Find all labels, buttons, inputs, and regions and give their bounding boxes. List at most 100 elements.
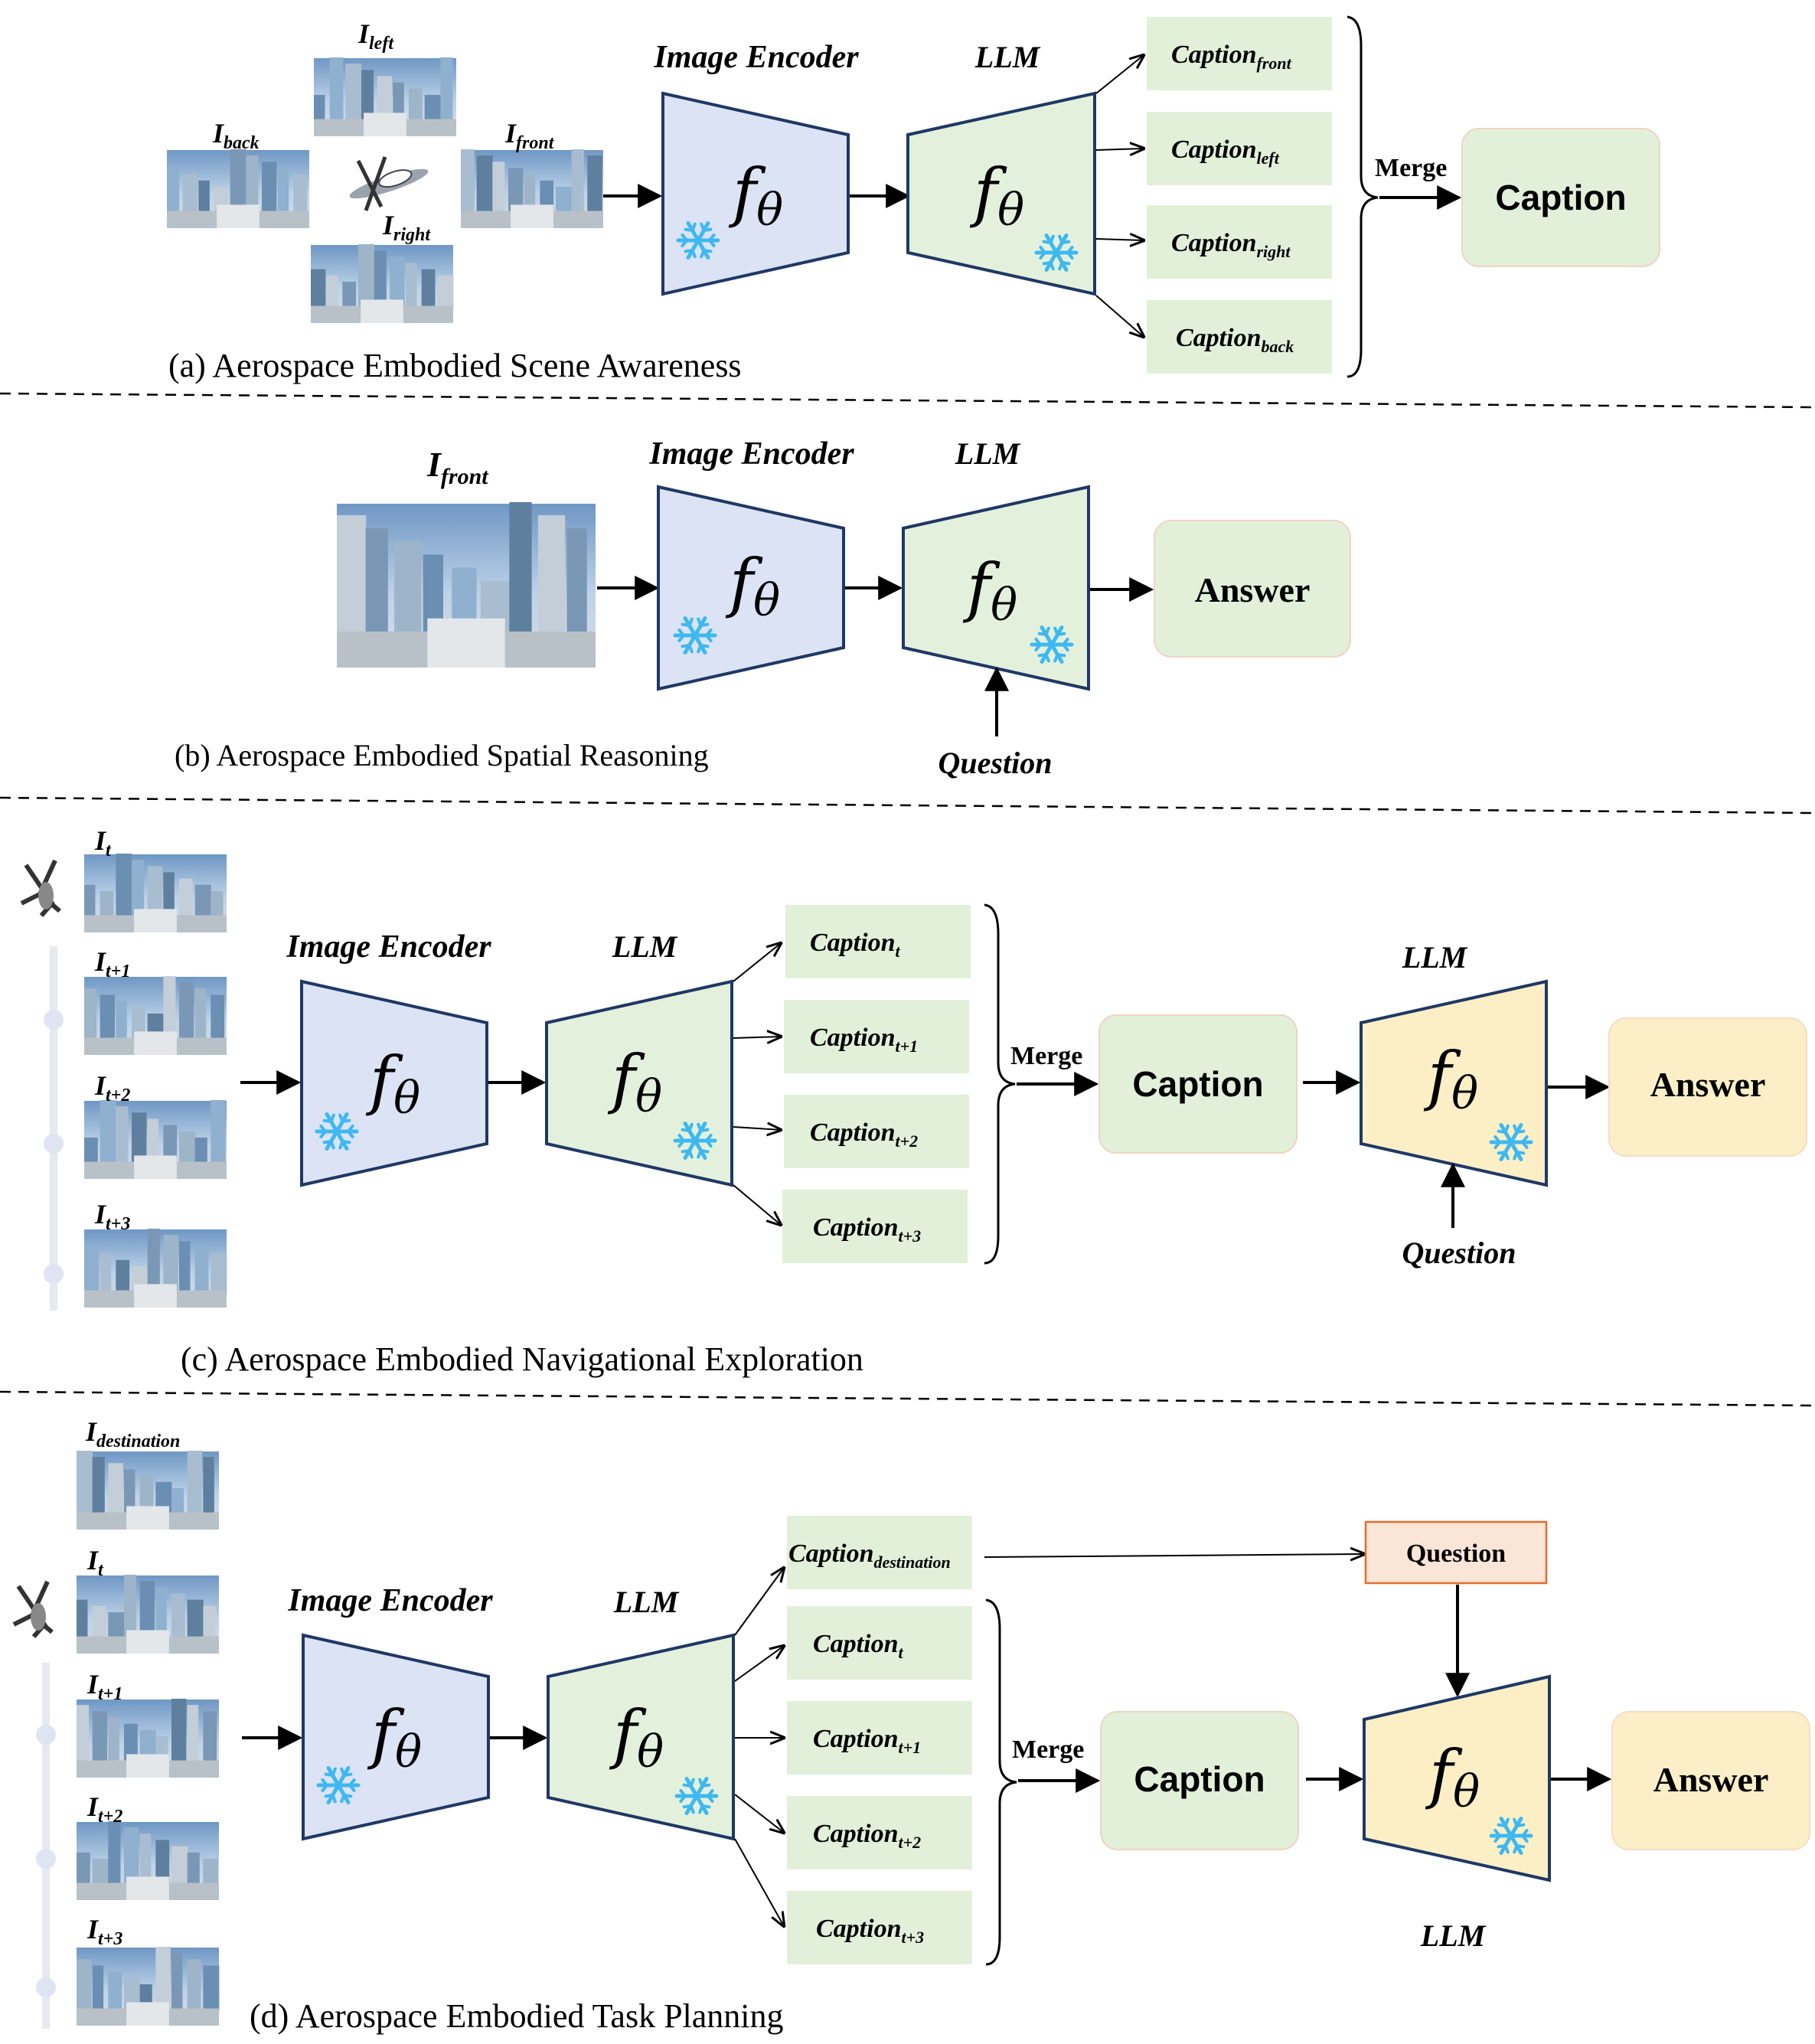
answer-c: Answer — [1608, 1017, 1807, 1157]
svg-text:Answer: Answer — [1653, 1760, 1769, 1799]
thumb-t-d — [77, 1574, 219, 1654]
divider-cd — [0, 1390, 1815, 1407]
panel-d: Idestination It It+1 It+2 It+3 Image Enc… — [12, 1416, 1810, 2035]
snowflake-icon — [673, 1121, 717, 1161]
svg-text:Captiont: Captiont — [810, 929, 900, 961]
panel-b: Ifront Image Encoder fθ LLM fθ Answer Qu… — [175, 436, 1351, 780]
timeline-dot — [36, 1849, 56, 1869]
timeline-dot — [44, 1010, 64, 1030]
snowflake-icon — [1034, 233, 1079, 273]
label-i-front-b: Ifront — [426, 445, 489, 489]
fan-arrows-a — [1095, 55, 1144, 337]
thumb-front — [461, 149, 603, 228]
timeline-dot — [36, 1725, 56, 1745]
caption-result-c: Caption — [1098, 1014, 1298, 1154]
svg-text:Captionright: Captionright — [1171, 229, 1291, 261]
image-encoder-label-c: Image Encoder — [286, 929, 491, 965]
image-encoder-c — [300, 979, 488, 1187]
label-i-t2-c: It+2 — [94, 1070, 130, 1105]
label-i-t3-d: It+3 — [87, 1914, 122, 1949]
svg-text:Answer: Answer — [1650, 1065, 1766, 1104]
caption-result-d: Caption — [1100, 1711, 1299, 1850]
llm2-c — [1360, 979, 1548, 1187]
svg-text:Captiont+2: Captiont+2 — [810, 1118, 918, 1151]
image-encoder-label-a: Image Encoder — [653, 40, 859, 75]
svg-text:Answer: Answer — [1195, 570, 1311, 609]
svg-text:Captiont+3: Captiont+3 — [813, 1213, 921, 1246]
image-encoder-d — [302, 1633, 490, 1841]
snowflake-icon — [1489, 1816, 1533, 1856]
timeline-dot — [44, 1264, 64, 1284]
thumb-t2-c — [84, 1099, 227, 1179]
caption-t3-c: Captiont+3 — [782, 1190, 968, 1263]
caption-t-d: Captiont — [787, 1606, 972, 1680]
merge-label-c: Merge — [1010, 1042, 1082, 1070]
divider-ab — [0, 392, 1815, 409]
caption-t2-d: Captiont+2 — [787, 1796, 972, 1869]
drone-icon — [12, 1580, 54, 1638]
merge-brace-a — [1347, 15, 1379, 378]
panel-a: Ileft Iback Ifront Iright Image Encoder … — [168, 15, 1660, 384]
llm-label-b: LLM — [955, 436, 1021, 471]
snowflake-icon — [676, 220, 720, 260]
caption-t2-c: Captiont+2 — [784, 1095, 969, 1168]
image-encoder-label-d: Image Encoder — [287, 1583, 493, 1618]
image-encoder-b — [657, 485, 845, 691]
snowflake-icon — [315, 1112, 359, 1151]
label-i-front: Ifront — [504, 118, 555, 153]
thumb-t3-c — [84, 1228, 227, 1308]
llm-label-a: LLM — [974, 40, 1041, 74]
llm-c — [545, 979, 733, 1187]
arrow-destination-to-question-d — [984, 1554, 1364, 1557]
label-i-left: Ileft — [357, 18, 394, 54]
panel-a-title: (a) Aerospace Embodied Scene Awareness — [168, 347, 742, 384]
snowflake-icon — [316, 1765, 361, 1805]
thumb-t2-d — [77, 1820, 219, 1900]
svg-text:Caption: Caption — [1495, 178, 1626, 217]
svg-text:Caption: Caption — [1134, 1759, 1265, 1799]
svg-text:Captionfront: Captionfront — [1171, 41, 1292, 73]
panel-c: It It+1 It+2 It+3 Image Encoder fθ LLM f… — [20, 825, 1807, 1378]
caption-t1-d: Captiont+1 — [787, 1701, 972, 1775]
label-i-t-d: It — [87, 1545, 104, 1580]
snowflake-icon — [673, 615, 717, 655]
svg-text:Captiont+2: Captiont+2 — [813, 1820, 921, 1852]
svg-text:Captiondestination: Captiondestination — [788, 1540, 951, 1572]
merge-label-a: Merge — [1375, 154, 1447, 182]
caption-destination-d: Captiondestination — [787, 1516, 972, 1589]
merge-brace-d — [985, 1598, 1017, 1966]
thumb-t1-c — [84, 975, 227, 1055]
svg-text:Captionback: Captionback — [1176, 324, 1294, 356]
label-i-t3-c: It+3 — [94, 1199, 130, 1234]
llm2-label-c: LLM — [1402, 940, 1468, 975]
label-i-destination-d: Idestination — [85, 1416, 180, 1451]
svg-text:Captiont+3: Captiont+3 — [816, 1915, 924, 1947]
image-encoder-a — [661, 91, 850, 296]
svg-text:Captiont+1: Captiont+1 — [810, 1024, 918, 1056]
snowflake-icon — [1489, 1122, 1533, 1162]
scene-thumbnails — [77, 57, 603, 2026]
image-encoder-label-b: Image Encoder — [648, 436, 854, 472]
timeline-dot — [44, 1134, 64, 1154]
f-theta-encoder-a: fθ — [728, 155, 783, 236]
thumb-t1-d — [77, 1698, 219, 1778]
thumb-left — [314, 57, 456, 136]
label-i-right: Iright — [382, 210, 431, 245]
thumb-right — [311, 243, 454, 323]
thumb-destination-d — [77, 1450, 219, 1530]
llm-label-d: LLM — [613, 1585, 680, 1619]
question-label-c: Question — [1402, 1236, 1516, 1270]
caption-left-a: Captionleft — [1147, 112, 1332, 185]
svg-text:Captionleft: Captionleft — [1171, 136, 1280, 168]
llm-b — [902, 485, 1090, 691]
panel-d-title: (d) Aerospace Embodied Task Planning — [250, 1997, 784, 2035]
fan-arrows-d — [734, 1568, 784, 1926]
thumb-back — [167, 149, 309, 228]
llm-label-c: LLM — [612, 929, 678, 964]
svg-text:Captiont: Captiont — [813, 1630, 903, 1662]
caption-result-a: Caption — [1461, 128, 1660, 267]
thumb-t-c — [84, 853, 227, 932]
snowflake-icon — [1030, 625, 1074, 664]
caption-back-a: Captionback — [1147, 300, 1332, 374]
